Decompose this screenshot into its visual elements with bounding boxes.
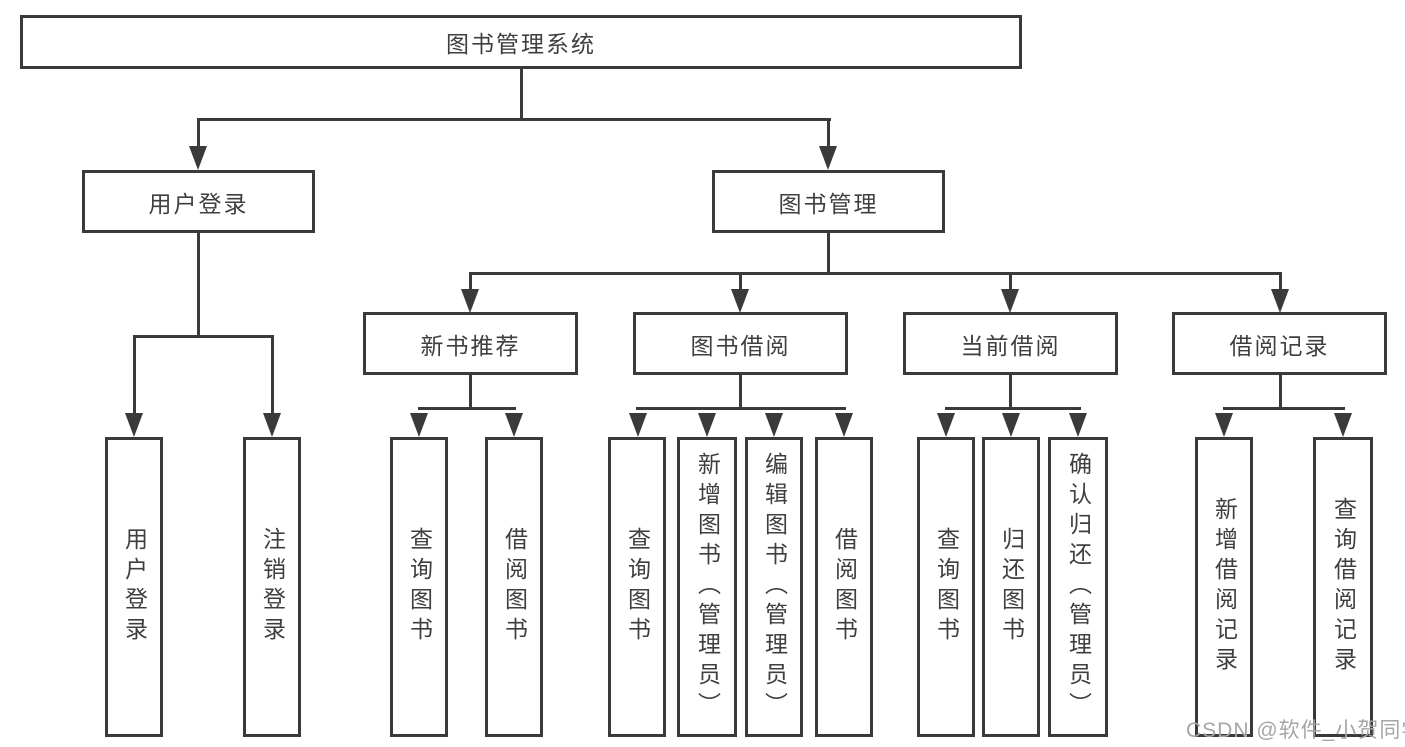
- connector-arrowhead: [1069, 413, 1087, 437]
- connector-line: [469, 272, 1282, 275]
- connector-line: [271, 335, 274, 413]
- connector-arrowhead: [1002, 413, 1020, 437]
- node-label: 当前借阅: [960, 332, 1061, 359]
- connector-line: [1009, 375, 1012, 409]
- connector-arrowhead: [629, 413, 647, 437]
- leaf-label: 注销登录: [259, 527, 286, 647]
- leaf-label: 查询图书: [624, 527, 651, 647]
- connector-arrowhead: [698, 413, 716, 437]
- leaf-user-login: 用户登录: [105, 437, 163, 737]
- node-borrowing-records: 借阅记录: [1172, 312, 1387, 375]
- connector-arrowhead: [410, 413, 428, 437]
- leaf-label: 确认归还（管理员）: [1065, 452, 1092, 722]
- connector-line: [739, 272, 742, 292]
- leaf-current-return-books: 归还图书: [982, 437, 1040, 737]
- node-label: 图书借阅: [690, 332, 791, 359]
- connector-arrowhead: [263, 413, 281, 437]
- connector-arrowhead: [505, 413, 523, 437]
- node-book-management: 图书管理: [712, 170, 945, 233]
- connector-arrowhead: [1215, 413, 1233, 437]
- connector-arrowhead: [1271, 289, 1289, 313]
- node-user-login: 用户登录: [82, 170, 315, 233]
- leaf-current-query-books: 查询图书: [917, 437, 975, 737]
- leaf-borrowing-query-books: 查询图书: [608, 437, 666, 737]
- leaf-label: 归还图书: [998, 527, 1025, 647]
- connector-arrowhead: [765, 413, 783, 437]
- node-label: 借阅记录: [1229, 332, 1330, 359]
- leaf-current-confirm-return-admin: 确认归还（管理员）: [1048, 437, 1108, 737]
- leaf-borrowing-edit-books-admin: 编辑图书（管理员）: [745, 437, 803, 737]
- connector-line: [197, 118, 831, 121]
- node-label: 图书管理: [778, 190, 879, 217]
- connector-arrowhead: [731, 289, 749, 313]
- node-new-book-recommend: 新书推荐: [363, 312, 578, 375]
- leaf-label: 查询图书: [406, 527, 433, 647]
- leaf-label: 查询借阅记录: [1330, 497, 1357, 677]
- connector-arrowhead: [189, 146, 207, 170]
- connector-line: [636, 407, 846, 410]
- connector-line: [827, 233, 830, 275]
- connector-arrowhead: [1334, 413, 1352, 437]
- connector-line: [1009, 272, 1012, 292]
- connector-line: [520, 68, 523, 118]
- connector-line: [197, 118, 200, 148]
- connector-line: [1279, 375, 1282, 409]
- connector-line: [945, 407, 1081, 410]
- connector-line: [197, 233, 200, 335]
- leaf-label: 借阅图书: [501, 527, 528, 647]
- connector-line: [1279, 272, 1282, 292]
- node-library-management-system: 图书管理系统: [20, 15, 1022, 69]
- leaf-logout: 注销登录: [243, 437, 301, 737]
- leaf-newbook-query-books: 查询图书: [390, 437, 448, 737]
- leaf-label: 用户登录: [121, 527, 148, 647]
- connector-arrowhead: [937, 413, 955, 437]
- connector-arrowhead: [461, 289, 479, 313]
- connector-arrowhead: [819, 146, 837, 170]
- connector-line: [418, 407, 516, 410]
- node-label: 新书推荐: [420, 332, 521, 359]
- leaf-borrowing-add-books-admin: 新增图书（管理员）: [677, 437, 737, 737]
- watermark: CSDN @软件_小贺同学: [1186, 719, 1405, 742]
- connector-line: [469, 272, 472, 292]
- connector-line: [739, 375, 742, 409]
- node-current-borrowing: 当前借阅: [903, 312, 1118, 375]
- connector-line: [827, 118, 830, 148]
- leaf-records-query-record: 查询借阅记录: [1313, 437, 1373, 737]
- node-label: 图书管理系统: [446, 31, 596, 57]
- connector-arrowhead: [1001, 289, 1019, 313]
- node-book-borrowing: 图书借阅: [633, 312, 848, 375]
- leaf-label: 借阅图书: [831, 527, 858, 647]
- connector-arrowhead: [125, 413, 143, 437]
- connector-line: [133, 335, 136, 413]
- connector-line: [469, 375, 472, 409]
- leaf-label: 新增借阅记录: [1211, 497, 1238, 677]
- leaf-label: 编辑图书（管理员）: [761, 452, 788, 722]
- leaf-label: 新增图书（管理员）: [694, 452, 721, 722]
- leaf-newbook-borrow-books: 借阅图书: [485, 437, 543, 737]
- connector-line: [1223, 407, 1345, 410]
- connector-line: [133, 335, 274, 338]
- node-label: 用户登录: [148, 190, 249, 217]
- leaf-label: 查询图书: [933, 527, 960, 647]
- leaf-borrowing-borrow-books: 借阅图书: [815, 437, 873, 737]
- connector-arrowhead: [835, 413, 853, 437]
- leaf-records-add-record: 新增借阅记录: [1195, 437, 1253, 737]
